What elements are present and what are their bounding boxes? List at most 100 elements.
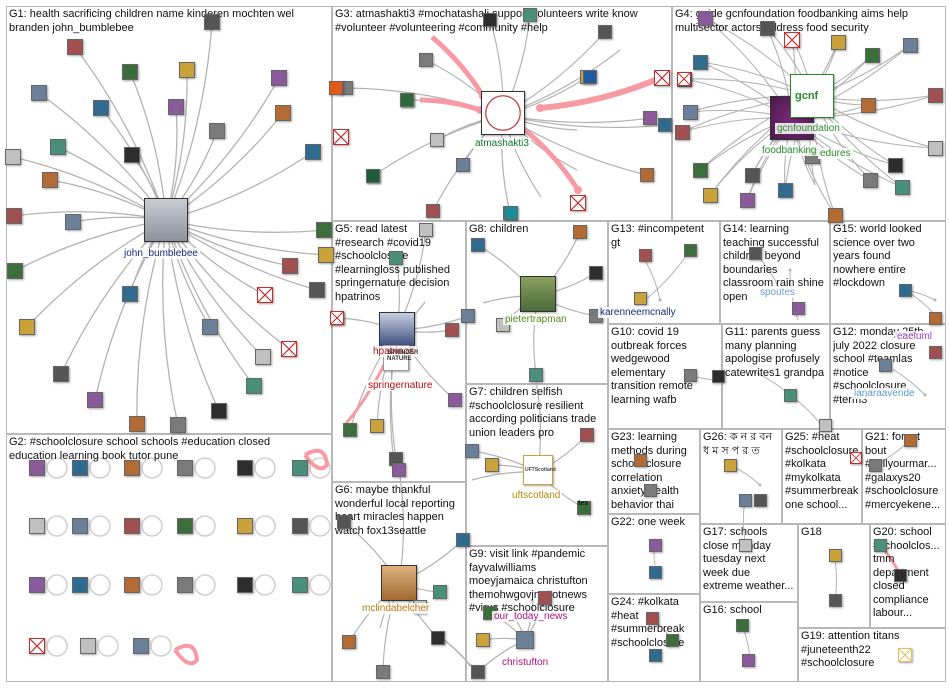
g3-node-avatar[interactable] — [598, 25, 612, 39]
g5-node-avatar[interactable] — [343, 423, 357, 437]
node-label-our-today-news[interactable]: our_today_news — [492, 611, 570, 622]
g6-node-avatar[interactable] — [342, 635, 356, 649]
g8-node-avatar[interactable] — [589, 266, 603, 280]
small-group-node-avatar[interactable] — [748, 246, 762, 260]
g2-node-avatar[interactable] — [237, 577, 253, 593]
small-group-node-avatar[interactable] — [893, 568, 907, 582]
g1-node-avatar[interactable] — [87, 392, 103, 408]
g2-node-avatar[interactable] — [72, 460, 88, 476]
small-group-node-avatar[interactable] — [791, 301, 805, 315]
g4-node-avatar[interactable] — [692, 54, 708, 70]
small-group-node-avatar[interactable] — [873, 538, 887, 552]
small-group-node-avatar[interactable] — [665, 633, 679, 647]
g1-node-avatar[interactable] — [318, 247, 334, 263]
small-group-node-avatar[interactable] — [878, 358, 892, 372]
g4-node-avatar[interactable] — [927, 140, 943, 156]
g4-node-avatar[interactable] — [862, 172, 878, 188]
node-label-uftscotland[interactable]: uftscotland — [510, 490, 563, 501]
small-group-node-avatar[interactable] — [735, 618, 749, 632]
g1-node-avatar[interactable] — [93, 100, 109, 116]
g21-node-placeholder[interactable] — [850, 452, 862, 464]
christufton-hub-image[interactable] — [516, 631, 534, 649]
g3-node-avatar[interactable] — [640, 168, 654, 182]
g2-node-avatar[interactable] — [292, 460, 308, 476]
g3-node-placeholder[interactable] — [333, 129, 349, 145]
g1-node-avatar[interactable] — [282, 258, 298, 274]
g7-node-avatar[interactable] — [465, 444, 479, 458]
g1-node-avatar[interactable] — [122, 64, 138, 80]
g4-node-avatar[interactable] — [927, 87, 943, 103]
g7-node-avatar[interactable] — [577, 501, 591, 515]
g8-node-avatar[interactable] — [471, 238, 485, 252]
g1-node-avatar[interactable] — [246, 378, 262, 394]
small-group-node-avatar[interactable] — [828, 548, 842, 562]
small-group-node-avatar[interactable] — [645, 611, 659, 625]
g6-node-avatar[interactable] — [456, 533, 470, 547]
g2-node-avatar[interactable] — [29, 577, 45, 593]
g1-node-avatar[interactable] — [168, 99, 184, 115]
g2-node-avatar[interactable] — [177, 577, 193, 593]
node-label-atmashakti3[interactable]: atmashakti3 — [473, 138, 531, 149]
g1-node-avatar[interactable] — [170, 417, 186, 433]
small-group-node-avatar[interactable] — [683, 368, 697, 382]
node-label-foodbanking[interactable]: foodbanking — [760, 145, 819, 156]
g2-node-avatar[interactable] — [29, 518, 45, 534]
small-group-node-avatar[interactable] — [633, 291, 647, 305]
g2-node-avatar[interactable] — [72, 577, 88, 593]
g4-node-avatar[interactable] — [830, 34, 846, 50]
g19-node-placeholder[interactable] — [898, 648, 912, 662]
g1-node-avatar[interactable] — [42, 172, 58, 188]
node-label-hpatrinos[interactable]: hpatrinos — [371, 346, 417, 357]
g2-node-avatar[interactable] — [237, 460, 253, 476]
g1-node-avatar[interactable] — [211, 403, 227, 419]
node-label-springernature[interactable]: springernature — [366, 380, 435, 391]
g1-node-avatar[interactable] — [19, 319, 35, 335]
small-group-node-avatar[interactable] — [738, 538, 752, 552]
g1-node-avatar[interactable] — [7, 263, 23, 279]
node-label-christufton[interactable]: christufton — [500, 657, 551, 668]
g8-node-avatar[interactable] — [573, 225, 587, 239]
g1-node-avatar[interactable] — [6, 208, 22, 224]
g3-node-s[interactable] — [400, 93, 414, 107]
small-group-node-avatar[interactable] — [648, 648, 662, 662]
g2-node-avatar[interactable] — [292, 577, 308, 593]
node-label-john-bumblebee[interactable]: john_bumblebee — [122, 248, 200, 259]
g4-node-avatar[interactable] — [864, 47, 880, 63]
springernature-hub-image[interactable] — [379, 312, 415, 348]
small-group-node-avatar[interactable] — [741, 653, 755, 667]
g6-node-avatar[interactable] — [433, 585, 447, 599]
small-group-node-avatar[interactable] — [648, 565, 662, 579]
g1-node-avatar[interactable] — [53, 366, 69, 382]
john-bumblebee-hub-image[interactable] — [144, 198, 188, 242]
g4-node-avatar[interactable] — [682, 104, 698, 120]
g4-node-avatar[interactable] — [739, 192, 755, 208]
g1-node-avatar[interactable] — [204, 14, 220, 30]
g2-node-placeholder[interactable] — [29, 638, 45, 654]
g1-node-avatar[interactable] — [202, 319, 218, 335]
g3-node-avatar[interactable] — [456, 158, 470, 172]
g6-node-avatar[interactable] — [392, 463, 406, 477]
g1-node-avatar[interactable] — [65, 214, 81, 230]
small-group-node-avatar[interactable] — [818, 418, 832, 432]
small-group-node-avatar[interactable] — [903, 433, 917, 447]
g7-node-avatar[interactable] — [580, 428, 594, 442]
node-label-eaeluml[interactable]: eaeluml — [895, 331, 935, 342]
g1-node-avatar[interactable] — [305, 144, 321, 160]
atmashakti3-hub-image[interactable] — [481, 91, 525, 135]
g1-node-avatar[interactable] — [271, 70, 287, 86]
g4-node-avatar[interactable] — [697, 10, 713, 26]
g1-node-avatar[interactable] — [129, 416, 145, 432]
g1-node-avatar[interactable] — [275, 105, 291, 121]
g4-node-avatar[interactable] — [902, 37, 918, 53]
small-group-node-avatar[interactable] — [868, 458, 882, 472]
g9-node-avatar[interactable] — [476, 633, 490, 647]
small-group-node-avatar[interactable] — [928, 345, 942, 359]
small-group-node-avatar[interactable] — [638, 248, 652, 262]
g7-node-avatar[interactable] — [485, 458, 499, 472]
node-label-edures[interactable]: edures — [818, 148, 853, 159]
g1-node-placeholder[interactable] — [257, 287, 273, 303]
g1-node-avatar[interactable] — [122, 286, 138, 302]
small-group-node-avatar[interactable] — [783, 388, 797, 402]
g4-node-avatar[interactable] — [894, 179, 910, 195]
g6-node-avatar[interactable] — [337, 515, 351, 529]
